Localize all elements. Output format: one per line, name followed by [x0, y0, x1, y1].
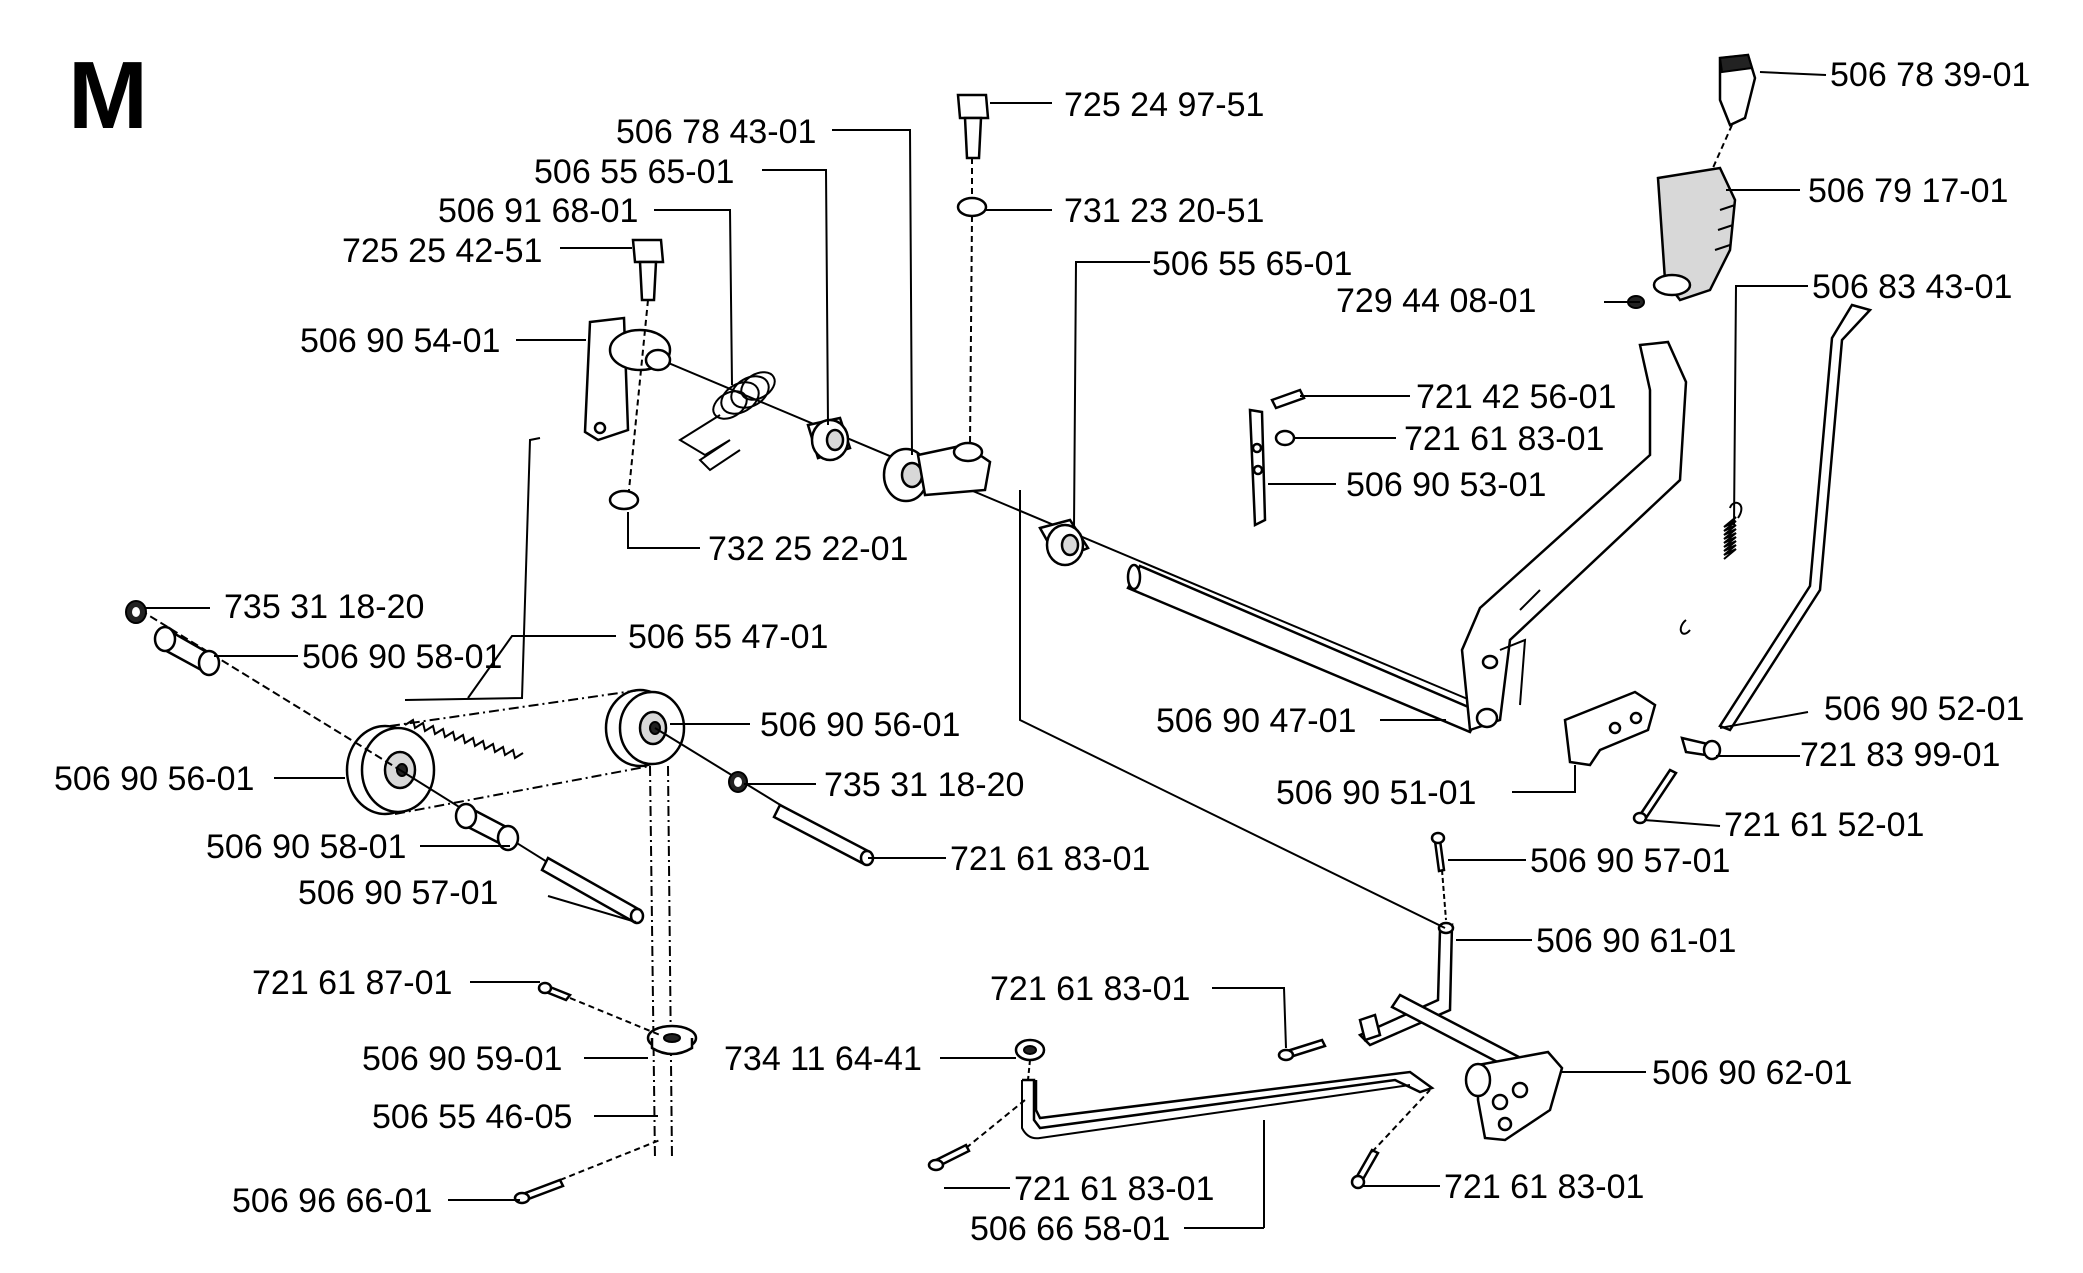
cotter-pin-721-61-87 [537, 981, 661, 1036]
part-label: 506 90 47-01 [1156, 702, 1356, 740]
lift-lever-arm [1460, 340, 1688, 732]
lever-knob [1711, 53, 1757, 171]
part-label: 721 61 83-01 [950, 840, 1150, 878]
part-label: 721 61 83-01 [1404, 420, 1604, 458]
part-label: 721 61 52-01 [1724, 806, 1924, 844]
part-label: 506 90 58-01 [302, 638, 502, 676]
part-label: 721 83 99-01 [1800, 736, 2000, 774]
cotter-pin-lower-b [927, 1099, 1026, 1172]
part-label: 506 90 62-01 [1652, 1054, 1852, 1092]
part-label: 506 55 65-01 [1152, 245, 1352, 283]
clevis-pin-721-83 [1680, 736, 1722, 761]
throttle-cable-line [1019, 490, 1446, 929]
lever-plate [1563, 690, 1657, 767]
part-label: 721 61 83-01 [1014, 1170, 1214, 1208]
part-label: 721 42 56-01 [1416, 378, 1616, 416]
cotter-pin-lower-d [1430, 831, 1447, 921]
part-label: 725 24 97-51 [1064, 86, 1264, 124]
part-labels: 506 78 39-01 725 24 97-51 506 78 43-01 5… [54, 56, 2030, 1248]
bolt-725-24 [956, 93, 990, 446]
extension-spring-right [1679, 501, 1743, 635]
long-control-rod [1718, 303, 1873, 732]
part-label: 506 55 47-01 [628, 618, 828, 656]
connecting-rod [1021, 1070, 1435, 1140]
part-label: 506 90 57-01 [1530, 842, 1730, 880]
circlip-left [125, 600, 147, 624]
spacer-lower [454, 802, 520, 852]
spacer-upper [153, 625, 221, 677]
part-label: 506 66 58-01 [970, 1210, 1170, 1248]
part-label: 729 44 08-01 [1336, 282, 1536, 320]
part-label: 506 83 43-01 [1812, 268, 2012, 306]
part-label: 721 61 83-01 [1444, 1168, 1644, 1206]
part-label: 731 23 20-51 [1064, 192, 1264, 230]
washer-734 [1014, 1038, 1046, 1081]
leader-lines [146, 71, 1827, 1229]
extension-spring-left [404, 718, 524, 760]
cotter-pin-lower-a [1277, 1038, 1327, 1062]
pulley-axis-left [139, 609, 401, 771]
part-label: 506 90 59-01 [362, 1040, 562, 1078]
part-label: 506 91 68-01 [438, 192, 638, 230]
part-label: 506 90 58-01 [206, 828, 406, 866]
pivot-arm [882, 441, 992, 503]
part-label: 721 61 83-01 [990, 970, 1190, 1008]
pin-lower [540, 856, 645, 925]
part-label: 506 55 46-05 [372, 1098, 572, 1136]
part-label: 506 90 56-01 [54, 760, 254, 798]
part-label: 725 25 42-51 [342, 232, 542, 270]
pivot-plate [1464, 1050, 1564, 1142]
part-label: 721 61 87-01 [252, 964, 452, 1002]
pulley-belt [389, 689, 673, 1161]
bolt-725-25 [627, 238, 665, 501]
cotter-pin-721-61-52 [1632, 768, 1678, 825]
cotter-pin-lower-c [1350, 1089, 1431, 1190]
part-label: 735 31 18-20 [824, 766, 1024, 804]
parts-drawing [125, 53, 1873, 1205]
part-label: 506 78 43-01 [616, 113, 816, 151]
part-label: 506 90 51-01 [1276, 774, 1476, 812]
bushing-left [806, 416, 852, 462]
cross-shaft [1126, 563, 1482, 734]
idler-bushing [646, 1024, 698, 1056]
part-label: 506 79 17-01 [1808, 172, 2008, 210]
part-label: 506 90 61-01 [1536, 922, 1736, 960]
pulley-right [604, 688, 686, 768]
part-label: 506 90 57-01 [298, 874, 498, 912]
pin-upper [772, 803, 875, 867]
bushing-right [1038, 518, 1090, 567]
part-label: 732 25 22-01 [708, 530, 908, 568]
torsion-spring [678, 371, 776, 472]
lever-grip [1652, 166, 1737, 302]
section-letter: M [68, 42, 148, 149]
pulley-left [345, 724, 436, 816]
nut-732-25 [608, 489, 640, 511]
pivot-bracket [583, 316, 672, 442]
part-label: 506 96 66-01 [232, 1182, 432, 1220]
spring-link-line [404, 437, 541, 701]
circlip-right [728, 771, 748, 793]
part-label: 506 90 56-01 [760, 706, 960, 744]
part-label: 735 31 18-20 [224, 588, 424, 626]
part-label: 506 78 39-01 [1830, 56, 2030, 94]
part-label: 506 90 54-01 [300, 322, 500, 360]
cotter-pin-506-96-66 [513, 1139, 661, 1205]
part-label: 734 11 64-41 [724, 1040, 922, 1078]
part-label: 506 90 53-01 [1346, 466, 1546, 504]
part-label: 506 90 52-01 [1824, 690, 2024, 728]
lift-linkage [1357, 921, 1542, 1082]
small-pins-group [1248, 388, 1306, 527]
part-label: 506 55 65-01 [534, 153, 734, 191]
